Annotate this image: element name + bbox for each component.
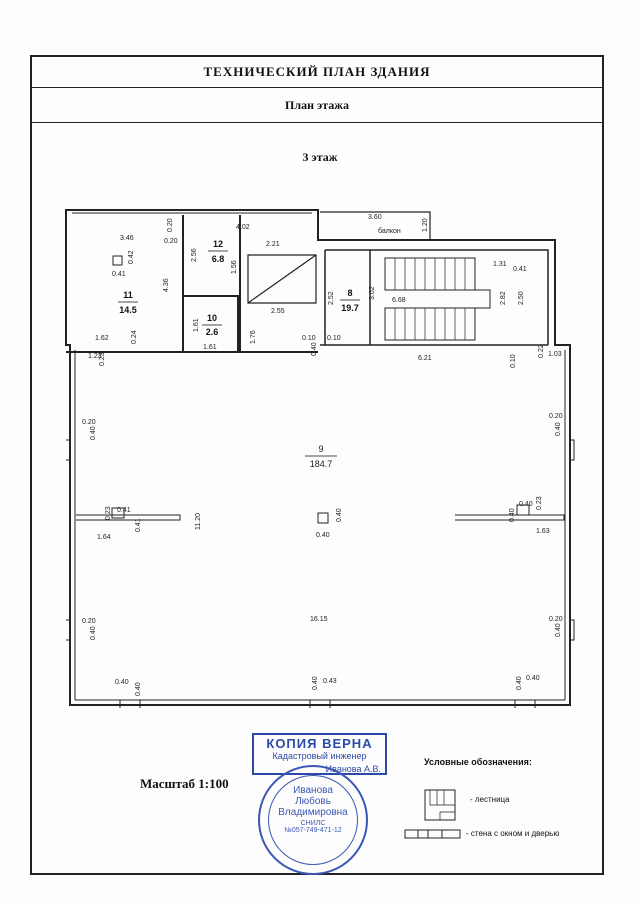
dimension-label: 2.50 <box>518 291 525 305</box>
dimension-label: 2.82 <box>500 291 507 305</box>
dimension-label: 2.55 <box>271 308 285 315</box>
dimension-label: 0.10 <box>510 354 517 368</box>
legend-stairs: - лестница <box>470 795 510 804</box>
dimension-label: 0.41 <box>513 266 527 273</box>
dimension-label: 0.10 <box>302 335 316 342</box>
dimension-label: 0.23 <box>536 496 543 510</box>
room-area: 14.5 <box>119 305 137 315</box>
stamp-signer: Иванова А.В. <box>325 764 381 774</box>
dimension-label: 6.68 <box>392 297 406 304</box>
dimension-label: 0.40 <box>336 508 343 522</box>
engineer-seal: Иванова Любовь Владимировна СНИЛС №057-7… <box>258 765 368 875</box>
dimension-label: 16.15 <box>310 616 328 623</box>
dimension-label: 0.41 <box>117 507 131 514</box>
dimension-label: 0.20 <box>167 218 174 232</box>
dimension-label: 0.10 <box>327 335 341 342</box>
legend-wall: - стена с окном и дверью <box>466 829 560 838</box>
dimension-label: 0.42 <box>128 250 135 264</box>
dimension-label: 11.20 <box>195 513 202 530</box>
dimension-label: 0.41 <box>112 271 126 278</box>
dimension-label: 0.22 <box>538 344 545 358</box>
balcony-wall <box>320 211 431 240</box>
dimension-label: 0.40 <box>519 501 533 508</box>
inner-wall <box>66 215 318 353</box>
dimension-label: 2.52 <box>328 291 335 305</box>
dimension-label: 0.40 <box>135 682 142 696</box>
dimension-label: 0.40 <box>555 623 562 637</box>
room-number: 9 <box>318 444 323 454</box>
dimension-label: 0.20 <box>82 419 96 426</box>
outer-wall <box>65 209 571 706</box>
dimension-label: 0.40 <box>316 532 330 539</box>
stairs-legend-icon <box>424 789 456 821</box>
dimension-label: 0.40 <box>311 342 318 356</box>
document-title: ТЕХНИЧЕСКИЙ ПЛАН ЗДАНИЯ <box>32 57 602 88</box>
dimension-label: 2.56 <box>191 248 198 262</box>
room-area: 2.6 <box>206 327 219 337</box>
dimension-label: 0.43 <box>323 678 337 685</box>
dimension-label: 1.56 <box>231 260 238 274</box>
dimension-label: 0.40 <box>526 675 540 682</box>
dimension-label: 1.03 <box>548 351 562 358</box>
dimension-label: 2.21 <box>266 241 280 248</box>
dimension-label: 0.41 <box>135 518 142 532</box>
dimension-labels: 3.46 0.20 0.20 4.02 3.60 1.20 0.42 0.41 … <box>82 214 563 696</box>
dimension-label: 1.23 <box>88 353 102 360</box>
scale-label: Масштаб 1:100 <box>140 776 229 791</box>
dimension-label: 0.24 <box>131 330 138 344</box>
dimension-label: 0.40 <box>555 422 562 436</box>
dimension-label: 0.40 <box>115 679 129 686</box>
dimension-label: 0.23 <box>99 352 106 366</box>
room-area: 19.7 <box>341 303 359 313</box>
dimension-label: 0.23 <box>105 506 112 520</box>
legend-title: Условные обозначения: <box>424 757 532 767</box>
floor-label: 3 этаж <box>302 150 338 164</box>
dimension-label: 3.46 <box>120 235 134 242</box>
dimension-label: 3.02 <box>369 286 376 300</box>
room-area: 184.7 <box>310 459 333 469</box>
dimension-label: 0.40 <box>509 508 516 522</box>
stamp-title: КОПИЯ ВЕРНА <box>266 736 373 751</box>
stamp-role: Кадастровый инженер <box>272 751 367 761</box>
room-number: 8 <box>347 288 352 298</box>
dimension-label: 0.20 <box>82 618 96 625</box>
dimension-label: 1.63 <box>536 528 550 535</box>
dimension-label: 0.20 <box>549 413 563 420</box>
legend-symbols <box>404 789 461 839</box>
dimension-label: 0.20 <box>164 238 178 245</box>
balcony-label: балкон <box>378 227 401 235</box>
document-subtitle: План этажа <box>32 88 602 123</box>
dimension-label: 1.61 <box>193 318 200 332</box>
room-number: 11 <box>123 290 133 300</box>
dimension-label: 6.21 <box>418 355 432 362</box>
dimension-label: 1.62 <box>95 335 109 342</box>
dimension-label: 0.40 <box>516 676 523 690</box>
dimension-label: 4.02 <box>236 224 250 231</box>
dimension-label: 1.64 <box>97 534 111 541</box>
dimension-label: 0.40 <box>90 426 97 440</box>
room-area: 6.8 <box>212 254 225 264</box>
dimension-label: 3.60 <box>368 214 382 221</box>
dimension-label: 0.40 <box>312 676 319 690</box>
room-number: 10 <box>207 313 217 323</box>
dimension-label: 1.76 <box>250 330 257 344</box>
dimension-label: 1.61 <box>203 344 217 351</box>
dimension-label: 0.20 <box>549 616 563 623</box>
room-labels: 11 14.5 12 6.8 10 2.6 8 19.7 9 184.7 бал… <box>118 227 401 469</box>
room-number: 12 <box>213 239 223 249</box>
dimension-label: 4.36 <box>163 278 170 292</box>
wall-legend-icon <box>404 829 461 839</box>
dimension-label: 1.20 <box>422 218 429 232</box>
dimension-label: 1.31 <box>493 261 507 268</box>
dimension-label: 0.40 <box>90 626 97 640</box>
